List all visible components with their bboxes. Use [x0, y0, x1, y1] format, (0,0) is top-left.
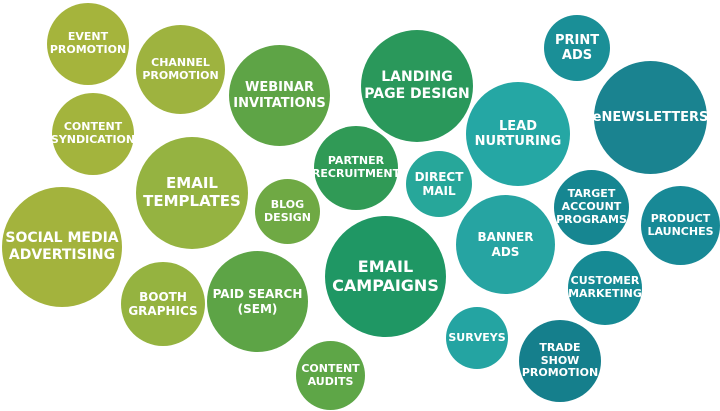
bubble-content-syndication: CONTENT SYNDICATION — [50, 93, 136, 175]
bubble-label: PARTNER RECRUITMENT — [311, 154, 401, 180]
bubble-landing-page-design: LANDING PAGE DESIGN — [361, 30, 473, 142]
bubble-label: SOCIAL MEDIA ADVERTISING — [5, 230, 119, 263]
bubble-event-promotion: EVENT PROMOTION — [47, 3, 129, 85]
bubble-label: CUSTOMER MARKETING — [568, 274, 642, 300]
bubble-label: TARGET ACCOUNT PROGRAMS — [556, 187, 627, 226]
bubble-label: BOOTH GRAPHICS — [128, 289, 198, 318]
bubble-print-ads: PRINT ADS — [544, 15, 610, 81]
bubble-partner-recruitment: PARTNER RECRUITMENT — [311, 126, 401, 210]
bubble-label: DIRECT MAIL — [414, 169, 464, 198]
bubble-label: EVENT PROMOTION — [49, 30, 127, 56]
bubble-label: PRINT ADS — [554, 32, 600, 63]
bubble-trade-show-promotion: TRADE SHOW PROMOTION — [519, 320, 601, 402]
bubble-label: LEAD NURTURING — [474, 118, 562, 149]
bubble-label: SURVEYS — [448, 330, 506, 344]
bubble-label: BANNER ADS — [477, 230, 534, 259]
bubble-email-campaigns: EMAIL CAMPAIGNS — [325, 216, 446, 337]
bubble-paid-search: PAID SEARCH (SEM) — [207, 251, 308, 352]
bubble-label: WEBINAR INVITATIONS — [233, 80, 326, 111]
bubble-label: CONTENT AUDITS — [301, 361, 360, 388]
bubble-enewsletters: eNEWSLETTERS — [592, 61, 709, 174]
bubble-webinar-invitations: WEBINAR INVITATIONS — [229, 45, 330, 146]
bubble-label: LANDING PAGE DESIGN — [364, 69, 470, 102]
bubble-label: TRADE SHOW PROMOTION — [521, 340, 599, 380]
bubble-email-templates: EMAIL TEMPLATES — [136, 137, 248, 249]
bubble-direct-mail: DIRECT MAIL — [406, 151, 472, 217]
bubble-social-media-advertising: SOCIAL MEDIA ADVERTISING — [2, 187, 122, 307]
bubble-target-account-programs: TARGET ACCOUNT PROGRAMS — [554, 170, 629, 245]
bubble-lead-nurturing: LEAD NURTURING — [466, 82, 570, 186]
bubble-label: BLOG DESIGN — [264, 197, 311, 224]
bubble-label: PAID SEARCH (SEM) — [212, 287, 303, 316]
bubble-banner-ads: BANNER ADS — [456, 195, 555, 294]
bubble-booth-graphics: BOOTH GRAPHICS — [121, 262, 205, 346]
bubble-customer-marketing: CUSTOMER MARKETING — [568, 251, 642, 325]
bubble-label: CHANNEL PROMOTION — [142, 55, 219, 82]
bubble-blog-design: BLOG DESIGN — [255, 179, 320, 244]
bubble-content-audits: CONTENT AUDITS — [296, 341, 365, 410]
bubble-label: PRODUCT LAUNCHES — [647, 211, 714, 238]
bubble-channel-promotion: CHANNEL PROMOTION — [136, 25, 225, 114]
bubble-label: eNEWSLETTERS — [592, 109, 709, 125]
bubble-label: EMAIL TEMPLATES — [143, 174, 241, 210]
bubble-surveys: SURVEYS — [446, 307, 508, 369]
bubble-label: CONTENT SYNDICATION — [50, 120, 136, 146]
bubble-label: EMAIL CAMPAIGNS — [332, 256, 439, 295]
bubble-product-launches: PRODUCT LAUNCHES — [641, 186, 720, 265]
